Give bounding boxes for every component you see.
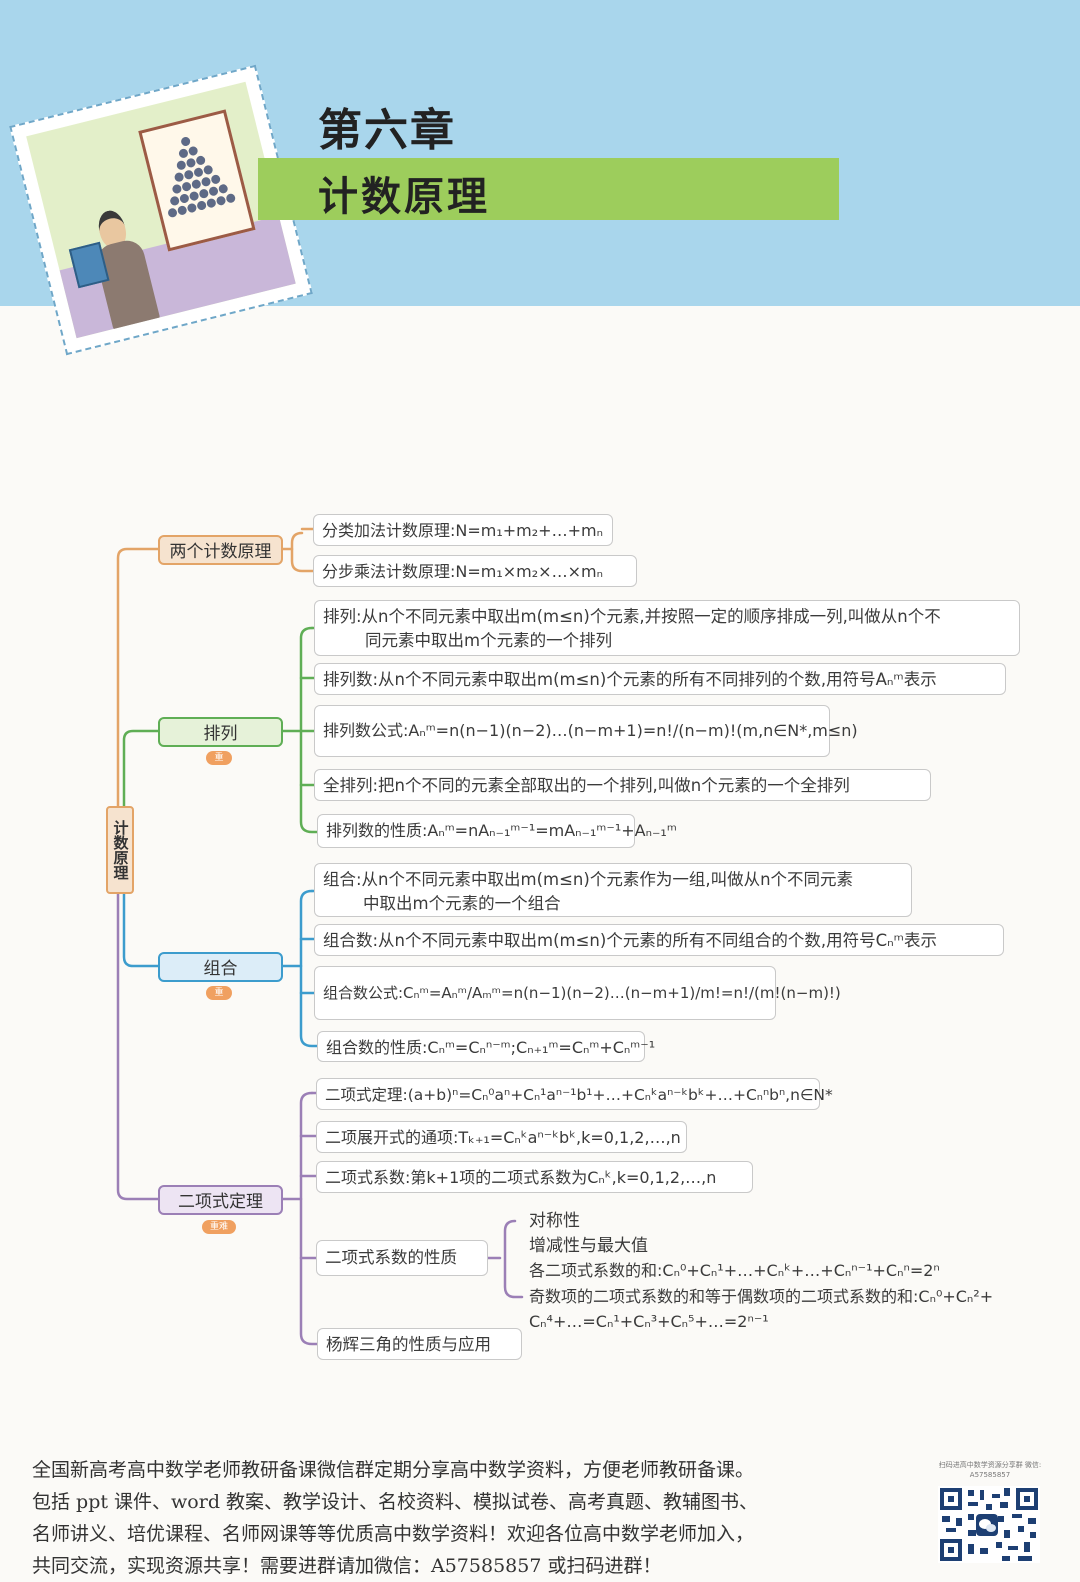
mindmap-root: 计数原理: [106, 806, 134, 894]
qr-caption: 扫码进高中数学资源分享群 微信: A57585857: [938, 1461, 1042, 1479]
permutation-formula: 排列数公式:Aₙᵐ=n(n−1)(n−2)…(n−m+1)=n!/(n−m)!(…: [314, 705, 858, 757]
combination-count: 组合数:从n个不同元素中取出m(m≤n)个元素的所有不同组合的个数,用符号Cₙᵐ…: [314, 924, 1004, 956]
chapter-title: 计数原理: [318, 174, 490, 220]
property-symmetry: 对称性: [529, 1211, 580, 1231]
full-permutation: 全排列:把n个不同的元素全部取出的一个排列,叫做n个元素的一个全排列: [314, 769, 931, 801]
property-sum: 各二项式系数的和:Cₙ⁰+Cₙ¹+…+Cₙᵏ+…+Cₙⁿ⁻¹+Cₙⁿ=2ⁿ: [529, 1261, 940, 1280]
permutation-definition-line1: 排列:从n个不同元素中取出m(m≤n)个元素,并按照一定的顺序排成一列,叫做从n…: [323, 607, 941, 626]
principle-multiplication: 分步乘法计数原理:N=m₁×m₂×…×mₙ: [313, 555, 637, 587]
binomial-general-term: 二项展开式的通项:Tₖ₊₁=Cₙᵏaⁿ⁻ᵏbᵏ,k=0,1,2,…,n: [316, 1121, 687, 1153]
binomial-coefficient: 二项式系数:第k+1项的二项式系数为Cₙᵏ,k=0,1,2,…,n: [316, 1161, 753, 1193]
property-odd-even-sum-cont: Cₙ⁴+…=Cₙ¹+Cₙ³+Cₙ⁵+…=2ⁿ⁻¹: [529, 1312, 769, 1331]
importance-tag: 重难: [202, 1220, 236, 1234]
importance-tag: 重: [206, 751, 232, 765]
combination-formula: 组合数公式:Cₙᵐ=Aₙᵐ/Aₘᵐ=n(n−1)(n−2)…(n−m+1)/m!…: [314, 966, 841, 1020]
footer-line: 共同交流，实现资源共享！需要进群请加微信：A57585857 或扫码进群！: [32, 1555, 662, 1577]
combination-definition: 组合:从n个不同元素中取出m(m≤n)个元素作为一组,叫做从n个不同元素 中取出…: [314, 863, 912, 917]
branch-binomial: 二项式定理: [158, 1185, 283, 1215]
branch-principles: 两个计数原理: [158, 535, 283, 565]
permutation-definition-line2: 同元素中取出m个元素的一个排列: [365, 631, 613, 650]
footer-line: 包括 ppt 课件、word 教案、教学设计、名校资料、模拟试卷、高考真题、教辅…: [32, 1491, 759, 1513]
chapter-title-bar: [258, 158, 839, 220]
qr-code-icon[interactable]: [938, 1486, 1040, 1563]
yang-hui-triangle: 杨辉三角的性质与应用: [317, 1328, 522, 1360]
branch-combination: 组合: [158, 952, 283, 982]
permutation-count: 排列数:从n个不同元素中取出m(m≤n)个元素的所有不同排列的个数,用符号Aₙᵐ…: [314, 663, 1006, 695]
principle-addition: 分类加法计数原理:N=m₁+m₂+…+mₙ: [313, 514, 613, 546]
binomial-coefficient-properties: 二项式系数的性质: [316, 1240, 488, 1276]
branch-permutation: 排列: [158, 717, 283, 747]
property-monotonic-max: 增减性与最大值: [529, 1236, 648, 1256]
binomial-theorem: 二项式定理:(a+b)ⁿ=Cₙ⁰aⁿ+Cₙ¹aⁿ⁻¹b¹+…+Cₙᵏaⁿ⁻ᵏbᵏ…: [316, 1078, 833, 1110]
chapter-number: 第六章: [318, 105, 456, 156]
combination-definition-line1: 组合:从n个不同元素中取出m(m≤n)个元素作为一组,叫做从n个不同元素: [323, 870, 854, 889]
combination-property: 组合数的性质:Cₙᵐ=Cₙⁿ⁻ᵐ;Cₙ₊₁ᵐ=Cₙᵐ+Cₙᵐ⁻¹: [317, 1031, 655, 1062]
importance-tag: 重: [206, 986, 232, 1000]
permutation-definition: 排列:从n个不同元素中取出m(m≤n)个元素,并按照一定的顺序排成一列,叫做从n…: [314, 600, 1020, 656]
property-odd-even-sum: 奇数项的二项式系数的和等于偶数项的二项式系数的和:Cₙ⁰+Cₙ²+: [529, 1287, 994, 1306]
footer-line: 名师讲义、培优课程、名师网课等等优质高中数学资料！欢迎各位高中数学老师加入，: [32, 1523, 755, 1545]
combination-definition-line2: 中取出m个元素的一个组合: [363, 894, 561, 913]
footer-line: 全国新高考高中数学老师教研备课微信群定期分享高中数学资料，方便老师教研备课。: [32, 1459, 755, 1481]
permutation-property: 排列数的性质:Aₙᵐ=nAₙ₋₁ᵐ⁻¹=mAₙ₋₁ᵐ⁻¹+Aₙ₋₁ᵐ: [317, 814, 677, 848]
